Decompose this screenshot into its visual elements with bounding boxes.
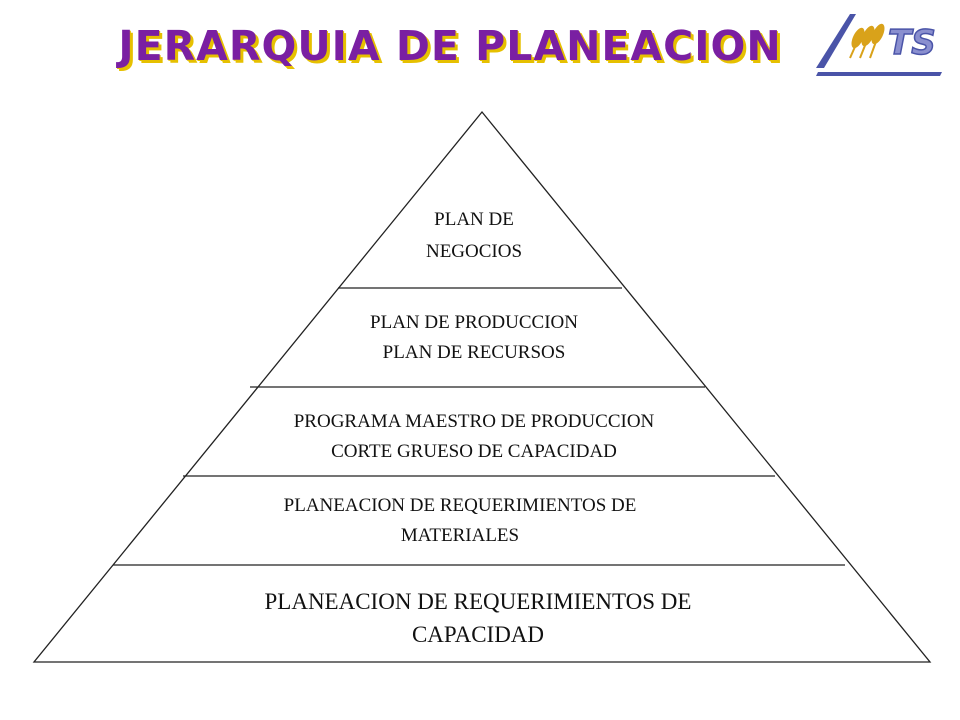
wheat-logo-icon: TS: [816, 14, 942, 76]
level-line: CORTE GRUESO DE CAPACIDAD: [331, 441, 617, 462]
level-line: PLAN DE RECURSOS: [383, 342, 566, 363]
level-line: NEGOCIOS: [426, 241, 522, 262]
logo-text: TS: [888, 23, 936, 63]
level-line: PLAN DE: [434, 209, 514, 230]
level-production-plan: PLAN DE PRODUCCION PLAN DE RECURSOS: [370, 312, 578, 363]
level-business-plan: PLAN DE NEGOCIOS: [426, 209, 522, 262]
level-material-requirements: PLANEACION DE REQUERIMIENTOS DE MATERIAL…: [284, 495, 637, 546]
slide-title: JERARQUIA DE PLANEACION: [118, 22, 782, 70]
level-line: PLANEACION DE REQUERIMIENTOS DE: [265, 589, 692, 614]
level-master-schedule: PROGRAMA MAESTRO DE PRODUCCION CORTE GRU…: [294, 411, 655, 462]
level-line: CAPACIDAD: [412, 622, 544, 647]
level-line: PLANEACION DE REQUERIMIENTOS DE: [284, 495, 637, 516]
level-line: MATERIALES: [401, 525, 519, 546]
level-line: PLAN DE PRODUCCION: [370, 312, 578, 333]
level-line: PROGRAMA MAESTRO DE PRODUCCION: [294, 411, 655, 432]
level-capacity-requirements: PLANEACION DE REQUERIMIENTOS DE CAPACIDA…: [265, 589, 692, 647]
